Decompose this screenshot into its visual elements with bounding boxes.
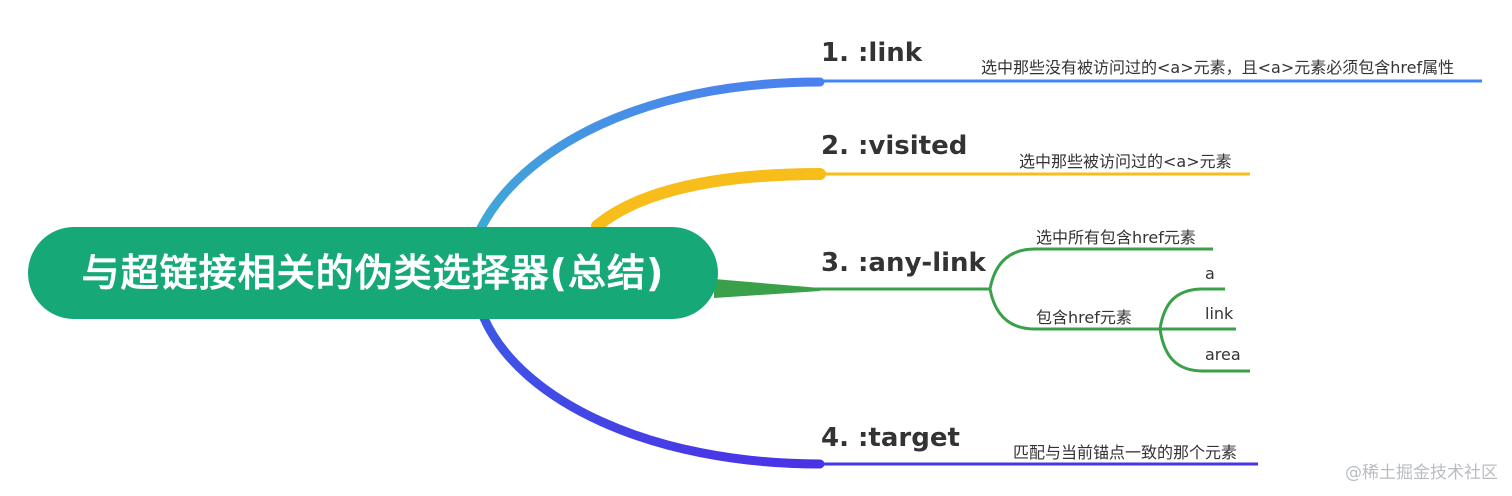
branch-desc-visited: 选中那些被访问过的<a>元素 (1019, 152, 1232, 171)
sub-connector-all-href (988, 247, 1036, 290)
leaf-node-area[interactable]: area (1205, 345, 1241, 364)
branch-connector-link (475, 77, 825, 235)
sub-node-all-href[interactable]: 选中所有包含href元素 (1036, 228, 1196, 247)
branch-title-any-link[interactable]: 3. :any-link (821, 248, 986, 278)
branch-connector-target (479, 313, 825, 469)
sub-node-contains-href[interactable]: 包含href元素 (1036, 308, 1132, 327)
branch-connector-any-link (714, 279, 820, 298)
watermark: @稀土掘金技术社区 (1345, 463, 1498, 483)
branch-title-visited[interactable]: 2. :visited (821, 131, 968, 161)
leaf-connector-area (1158, 328, 1204, 373)
leaf-node-link[interactable]: link (1205, 304, 1234, 323)
sub-connector-contains-href (988, 288, 1036, 331)
leaf-connector-a (1158, 287, 1204, 330)
root-node[interactable]: 与超链接相关的伪类选择器(总结) (28, 227, 718, 319)
branch-title-target[interactable]: 4. :target (821, 423, 960, 453)
branch-connector-visited (591, 168, 826, 232)
branch-title-link[interactable]: 1. :link (821, 38, 923, 68)
leaf-node-a[interactable]: a (1205, 264, 1215, 283)
branch-desc-link: 选中那些没有被访问过的<a>元素，且<a>元素必须包含href属性 (981, 58, 1455, 77)
branch-desc-target: 匹配与当前锚点一致的那个元素 (1013, 443, 1238, 462)
